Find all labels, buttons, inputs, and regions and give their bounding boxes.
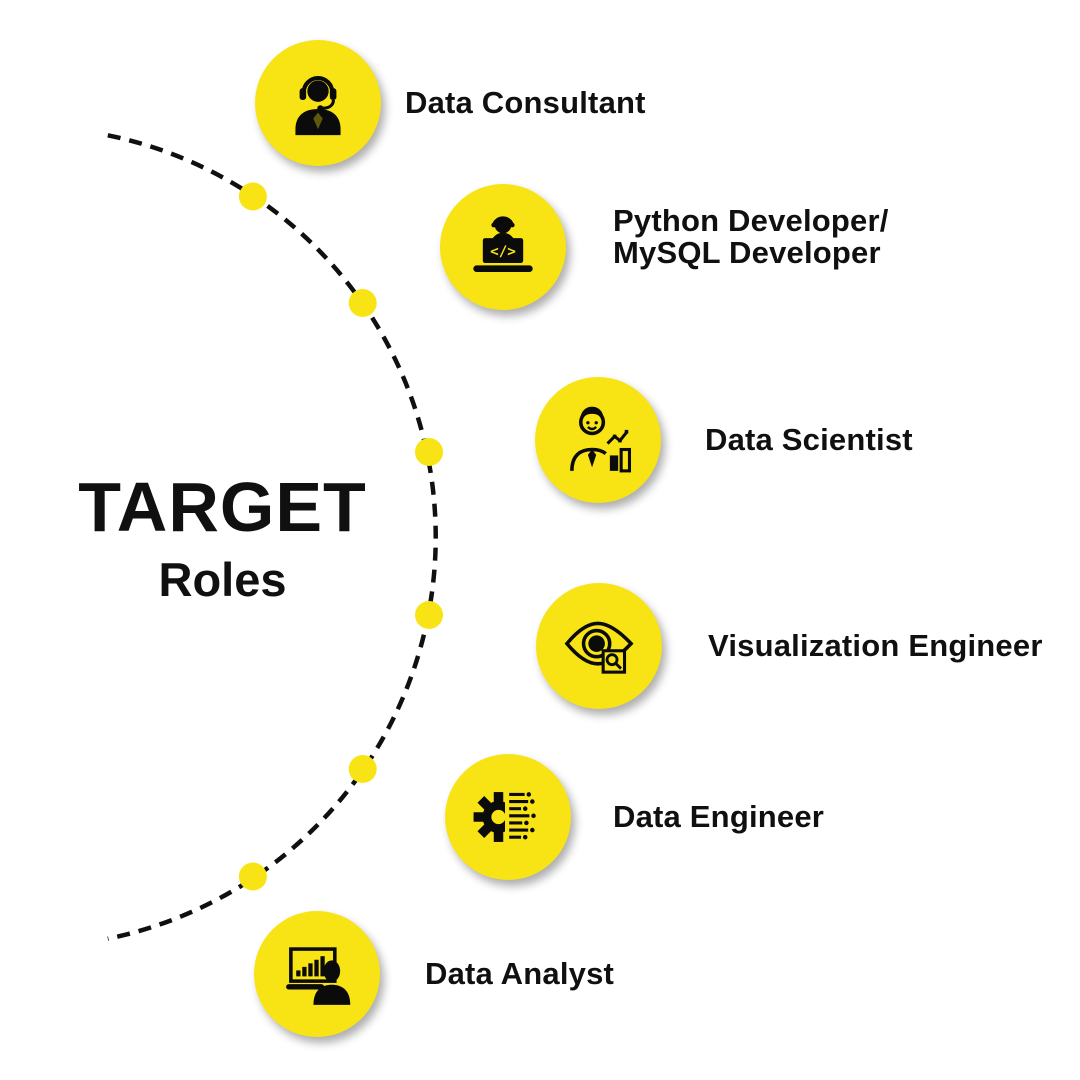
role-label-line: Data Analyst [425,956,615,991]
consultant-icon [295,76,341,136]
role-label-line: Python Developer/ [613,203,889,238]
role-circle-data-engineer [445,754,571,880]
developer-icon: </> [473,216,533,272]
page-title: TARGET Roles [30,472,415,603]
role-label: Data Analyst [425,958,614,990]
visualization-icon [564,621,634,674]
analyst-icon [286,947,351,1005]
arc-dot [238,182,267,211]
role-label: Python Developer/ MySQL Developer [613,205,889,269]
engineer-icon [473,792,536,842]
role-item-python-mysql-developer: </> Python Developer/ MySQL Developer [440,184,889,310]
arc-dot [348,755,377,783]
role-label-line: MySQL Developer [613,235,881,270]
role-circle-python-mysql-developer: </> [440,184,566,310]
arc-path [107,133,438,941]
role-item-data-analyst: Data Analyst [254,911,614,1037]
role-item-data-scientist: Data Scientist [535,377,913,503]
role-circle-data-analyst [254,911,380,1037]
role-circle-visualization-engineer [536,583,662,709]
role-label-line: Data Scientist [705,422,913,457]
role-label: Data Engineer [613,801,824,833]
title-main: TARGET [78,468,367,546]
role-label: Visualization Engineer [708,630,1043,662]
scientist-icon [570,406,632,473]
role-item-data-consultant: Data Consultant [255,40,646,166]
role-circle-data-scientist [535,377,661,503]
arc-dot [348,289,377,317]
arc-dot [238,862,267,891]
role-item-data-engineer: Data Engineer [445,754,824,880]
code-glyph: </> [490,244,516,260]
role-label: Data Scientist [705,424,913,456]
role-label: Data Consultant [405,87,646,119]
title-sub: Roles [158,553,287,606]
role-label-line: Data Engineer [613,799,825,834]
role-item-visualization-engineer: Visualization Engineer [536,583,1043,709]
arc-dot [415,438,443,466]
role-circle-data-consultant [255,40,381,166]
arc-dot [415,601,443,629]
role-label-line: Data Consultant [405,85,646,120]
role-label-line: Visualization Engineer [708,628,1043,663]
